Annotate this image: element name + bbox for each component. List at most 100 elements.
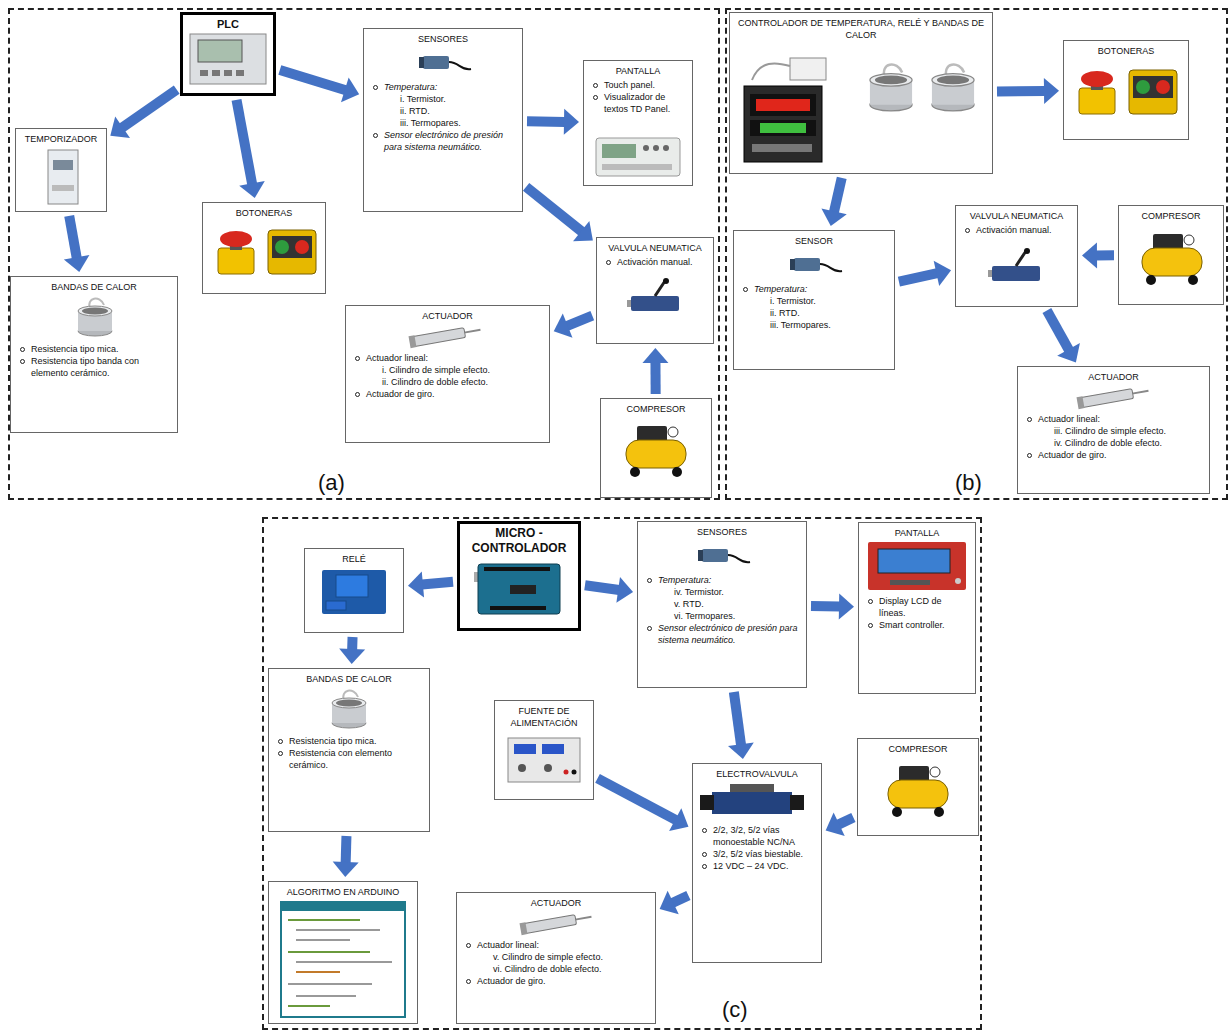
compressor-icon [1142,234,1202,285]
controller-keys [752,144,812,152]
lcd-board [868,542,966,590]
panel-key [643,145,649,151]
code-line [296,929,380,931]
list-item: Actuador lineal: [352,352,543,364]
arrow-head [408,571,424,597]
board-header [490,606,546,610]
list-item: Temperatura: [370,81,516,93]
solenoid-coil [790,795,804,810]
arrow-shaft [838,818,853,825]
arrow-head [1057,343,1080,362]
box-heading: TEMPORIZADOR [22,133,100,145]
arrow-shaft [526,187,582,232]
component-box: RELÉ [304,548,404,633]
lcd-ribbon [890,580,930,585]
arrow-head [642,348,668,363]
cylinder-icon [1077,385,1150,409]
list-item: 12 VDC – 24 VDC. [699,860,815,872]
arrow-shaft [422,582,453,585]
component-box: COMPRESOR [600,398,712,498]
arrow-head [826,812,845,836]
flow-arrow [811,594,854,620]
code-line [288,919,360,921]
box-heading: BANDAS DE CALOR [275,673,423,685]
component-box: PANTALLATouch panel.Visualizador de text… [583,60,693,186]
box-heading: PANTALLA [590,65,686,77]
list-item: i. Termistor. [370,93,516,105]
panel-region: (a)PLCTEMPORIZADORBOTONERASSENSORESTempe… [8,8,720,500]
arrow-head [1082,242,1097,268]
flow-arrow [826,812,854,836]
box-heading: BANDAS DE CALOR [17,281,171,293]
timer-body [48,150,78,204]
component-box: COMPRESOR [1118,205,1224,305]
flow-arrow [339,637,365,664]
code-line [288,951,370,953]
component-box: BOTONERAS [1063,40,1189,140]
list-item: iii. Termopares. [370,117,516,129]
panel-label: (c) [722,997,748,1023]
heater-band-icon [332,691,366,728]
box-heading: BOTONERAS [1070,45,1182,57]
icon-space [463,911,649,939]
list-item: Sensor electrónico de presión para siste… [644,622,800,646]
supply-terminal [564,770,569,775]
list-item: ii. RTD. [740,307,888,319]
flow-arrow [642,348,668,394]
list-item: Activación manual. [962,224,1071,236]
icon-space [370,47,516,81]
component-box: VALVULA NEUMATICAActivación manual. [955,205,1078,307]
pushbuttons-icon [1079,70,1177,114]
controller-digits [760,123,806,133]
plc-body [190,34,266,84]
flow-arrow [554,314,593,338]
panel-label-holder: (b) [955,470,982,496]
list-item: Resistencia tipo mica. [17,343,171,355]
flow-arrow [598,778,689,831]
compressor-icon [888,766,948,817]
flow-arrow [526,187,593,241]
solenoid-top [730,784,774,792]
lcd-controller [868,542,966,590]
arrow-head [669,808,688,831]
arrow-shaft [1096,250,1114,260]
flow-arrow [1047,310,1080,362]
code-window [281,902,405,1017]
ssr-relay [790,58,826,80]
board-header [484,567,550,571]
panel-label-holder: (c) [722,997,748,1023]
icon-space [352,324,543,352]
component-box: CONTROLADOR DE TEMPERATURA, RELÉ Y BANDA… [729,12,993,174]
plc-key [236,70,244,76]
sensor-icon [790,258,842,271]
controller-display [750,94,816,116]
flow-arrow [821,178,846,226]
arrow-shaft [834,178,842,213]
list-item: vi. Cilindro de doble efecto. [463,963,649,975]
supply-display [542,744,564,754]
arduino-board [474,564,560,614]
arrow-head [728,742,754,759]
sensor-icon [698,549,750,562]
list-item: Resistencia con elemento cerámico. [275,747,423,771]
code-line [296,961,392,963]
code-line [288,1005,330,1007]
arrow-shaft [122,90,177,128]
component-box: BANDAS DE CALORResistencia tipo mica.Res… [10,276,178,433]
timer-rail [52,185,74,191]
component-box: SENSORESTemperatura:i. Termistor.ii. RTD… [363,28,523,212]
controller-display [750,120,816,136]
plc-key [212,70,220,76]
component-box: COMPRESOR [857,738,979,836]
flow-arrow [728,692,754,759]
temperature-controller [744,58,826,162]
box-heading: CONTROLADOR DE TEMPERATURA, RELÉ Y BANDA… [736,17,986,41]
flow-arrow [110,90,176,138]
component-box: BANDAS DE CALORResistencia tipo mica.Res… [268,668,430,832]
panel-label-holder: (a) [318,470,345,496]
box-heading: PANTALLA [865,527,969,539]
box-heading: COMPRESOR [1125,210,1217,222]
supply-display [514,744,536,754]
